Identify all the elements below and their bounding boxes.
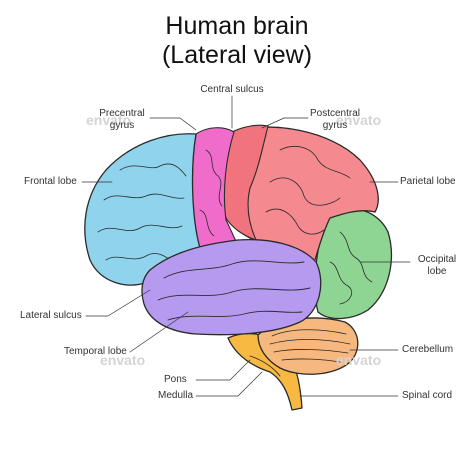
watermark-left: envato	[86, 112, 132, 128]
label-occipital-line2: lobe	[427, 266, 447, 277]
watermark-bottom-left: envato	[100, 352, 146, 368]
label-spinal-cord: Spinal cord	[402, 390, 453, 401]
label-occipital-lobe: Occipital lobe	[410, 254, 464, 278]
label-cerebellum: Cerebellum	[402, 344, 454, 355]
label-pons: Pons	[164, 374, 187, 385]
label-temporal-lobe: Temporal lobe	[64, 346, 127, 357]
watermark-bottom-right: envato	[336, 352, 382, 368]
watermark-right: envato	[336, 112, 382, 128]
label-precentral-line1: Precentral	[99, 108, 145, 119]
label-lateral-sulcus: Lateral sulcus	[20, 310, 82, 321]
label-postcentral-line2: gyrus	[322, 120, 348, 131]
label-central-sulcus: Central sulcus	[200, 84, 264, 95]
label-parietal-lobe: Parietal lobe	[400, 176, 456, 187]
temporal-lobe	[141, 238, 322, 336]
label-medulla: Medulla	[158, 390, 194, 401]
label-postcentral-gyrus: Postcentral gyrus	[302, 108, 368, 132]
frontal-lobe	[84, 133, 201, 286]
label-postcentral-line1: Postcentral	[309, 108, 361, 119]
label-precentral-line2: gyrus	[109, 120, 135, 131]
label-occipital-line1: Occipital	[417, 254, 457, 265]
title-line-1: Human brain	[165, 12, 309, 40]
leader-lines	[81, 95, 411, 397]
title-line-2: (Lateral view)	[161, 41, 313, 69]
label-precentral-gyrus: Precentral gyrus	[92, 108, 152, 132]
label-frontal-lobe: Frontal lobe	[24, 176, 77, 187]
